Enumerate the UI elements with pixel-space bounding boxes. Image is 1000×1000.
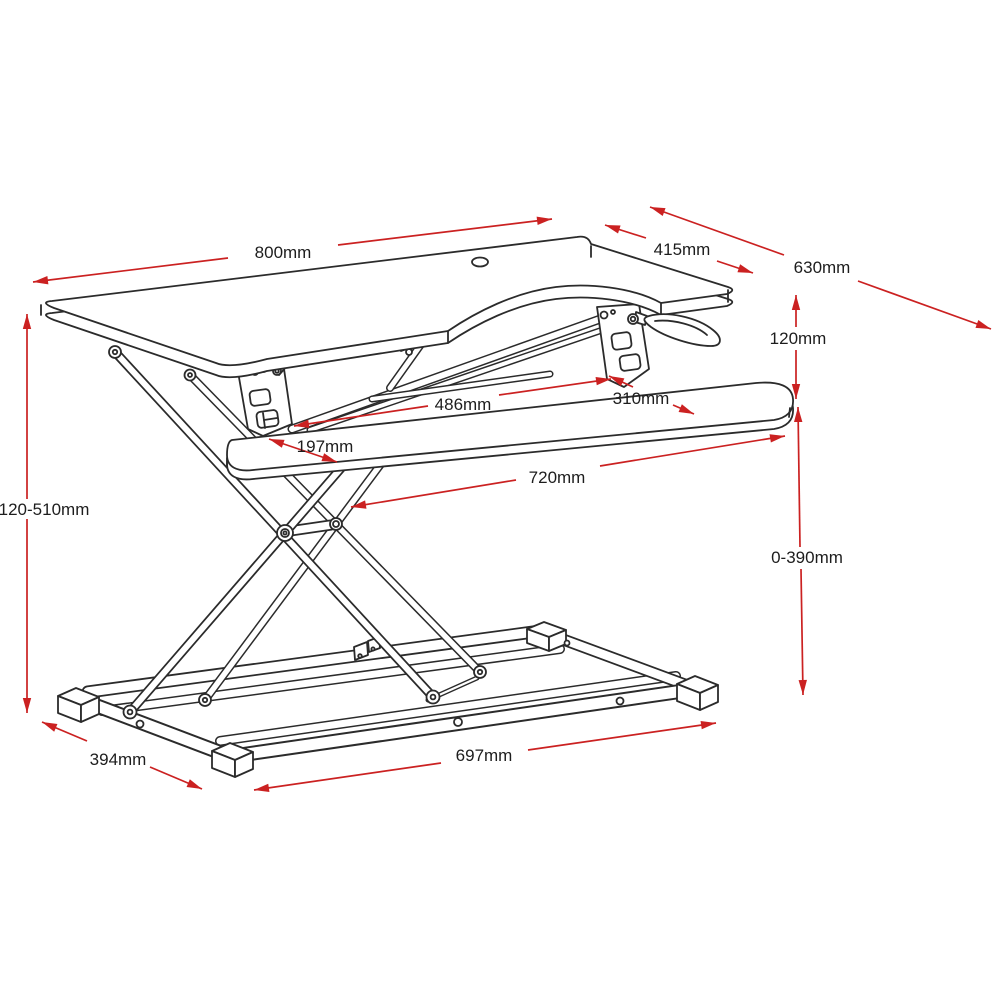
base-inner-rail-front-face <box>216 672 680 745</box>
dim-overall-depth-line <box>857 280 992 330</box>
front-pivot-bolt <box>276 524 294 542</box>
dim-base-depth: 394mm <box>41 721 203 790</box>
dim-top-width-label: 800mm <box>255 243 312 262</box>
dim-overall-depth-line <box>649 206 785 256</box>
scissor-legs <box>108 345 487 720</box>
base-inner-rail-rear-face <box>98 645 564 715</box>
tray-top-surface <box>226 381 794 472</box>
dim-overall-depth-label: 630mm <box>794 258 851 277</box>
lift-beam-lower-face <box>308 322 622 432</box>
dim-overall-height-range: 120-510mm <box>0 314 89 713</box>
dim-tray-clear-width-line <box>498 376 612 396</box>
dim-tray-right-depth-line <box>608 375 634 388</box>
base-foot-west <box>57 687 100 723</box>
right-bracket <box>596 303 650 388</box>
pivot-cross-rod-face <box>286 521 335 535</box>
dim-top-width: 800mm <box>32 216 553 285</box>
dim-base-width-line <box>253 762 442 793</box>
dim-base-depth-line <box>149 766 203 790</box>
base-frame <box>57 621 719 778</box>
dim-tray-clear-width: 486mm <box>293 376 612 428</box>
front-leg-b-face <box>112 349 436 700</box>
dim-base-depth-label: 394mm <box>90 750 147 769</box>
dim-base-depth-line <box>41 721 88 742</box>
leg-end-caps <box>108 345 487 720</box>
base-rail-hole <box>563 639 571 647</box>
dim-base-width-line <box>527 720 717 751</box>
dim-top-right-depth: 415mm <box>604 224 754 274</box>
grommet-hole <box>471 256 489 268</box>
rear-pivot-bolt <box>329 517 343 531</box>
dim-tray-clear-width-label: 486mm <box>435 395 492 414</box>
base-back-rail-face <box>83 625 553 697</box>
dim-top-right-depth-line <box>716 260 754 274</box>
base-left-rail-face <box>78 695 238 763</box>
handle-paddle-line <box>654 319 708 336</box>
dim-lift-height-range-line <box>794 406 803 548</box>
release-handle <box>643 313 721 347</box>
dim-tier-gap: 120mm <box>770 295 827 399</box>
base-foot-east <box>676 675 719 711</box>
base-rail-hole <box>135 719 145 729</box>
dim-tray-width-line <box>599 434 786 467</box>
dim-tray-left-depth-label: 197mm <box>297 437 354 456</box>
base-rail-hole <box>453 717 463 727</box>
desk-top-surface <box>45 235 734 367</box>
dim-lift-height-range: 0-390mm <box>771 406 843 696</box>
dimension-annotations: 800mm 415mm 630mm 120mm 0-390mm 486mm <box>0 206 992 793</box>
dim-lift-height-range-line <box>798 568 807 696</box>
dim-tray-left-depth: 197mm <box>268 437 354 463</box>
base-rail-hole <box>615 696 625 706</box>
dim-tray-right-depth-label: 310mm <box>613 389 670 408</box>
desk-top <box>40 235 734 379</box>
dim-top-width-line <box>32 257 229 285</box>
dim-overall-depth: 630mm <box>649 206 992 330</box>
dim-tray-width-line <box>350 479 517 509</box>
handle-paddle <box>643 313 721 347</box>
base-right-rail-face <box>546 630 702 694</box>
dim-tray-right-depth-line <box>672 404 695 415</box>
dim-lift-height-range-label: 0-390mm <box>771 548 843 567</box>
base-front-rail-face <box>234 684 696 761</box>
keyboard-tray <box>226 381 794 481</box>
dim-tray-right-depth: 310mm <box>608 375 695 415</box>
dim-tray-width-label: 720mm <box>529 468 586 487</box>
dim-overall-height-range-label: 120-510mm <box>0 500 89 519</box>
lift-beam-upper-face <box>289 314 609 432</box>
base-foot-north <box>526 621 567 652</box>
mounting-brackets <box>236 303 650 437</box>
dim-base-width: 697mm <box>253 720 717 793</box>
dim-top-right-depth-label: 415mm <box>654 240 711 259</box>
stabilizer-rod-face <box>370 372 552 401</box>
dim-tray-width: 720mm <box>350 434 786 509</box>
dim-tier-gap-label: 120mm <box>770 329 827 348</box>
base-foot-south <box>211 742 254 778</box>
stabilizer-rod <box>368 370 554 403</box>
dim-tray-clear-width-line <box>293 405 429 428</box>
dim-base-width-label: 697mm <box>456 746 513 765</box>
dim-top-right-depth-line <box>604 224 647 239</box>
dim-top-width-line <box>337 216 553 246</box>
front-leg-a-face <box>127 449 358 715</box>
tray-edge-tick <box>788 407 791 418</box>
dim-tray-left-depth-line <box>268 438 338 463</box>
